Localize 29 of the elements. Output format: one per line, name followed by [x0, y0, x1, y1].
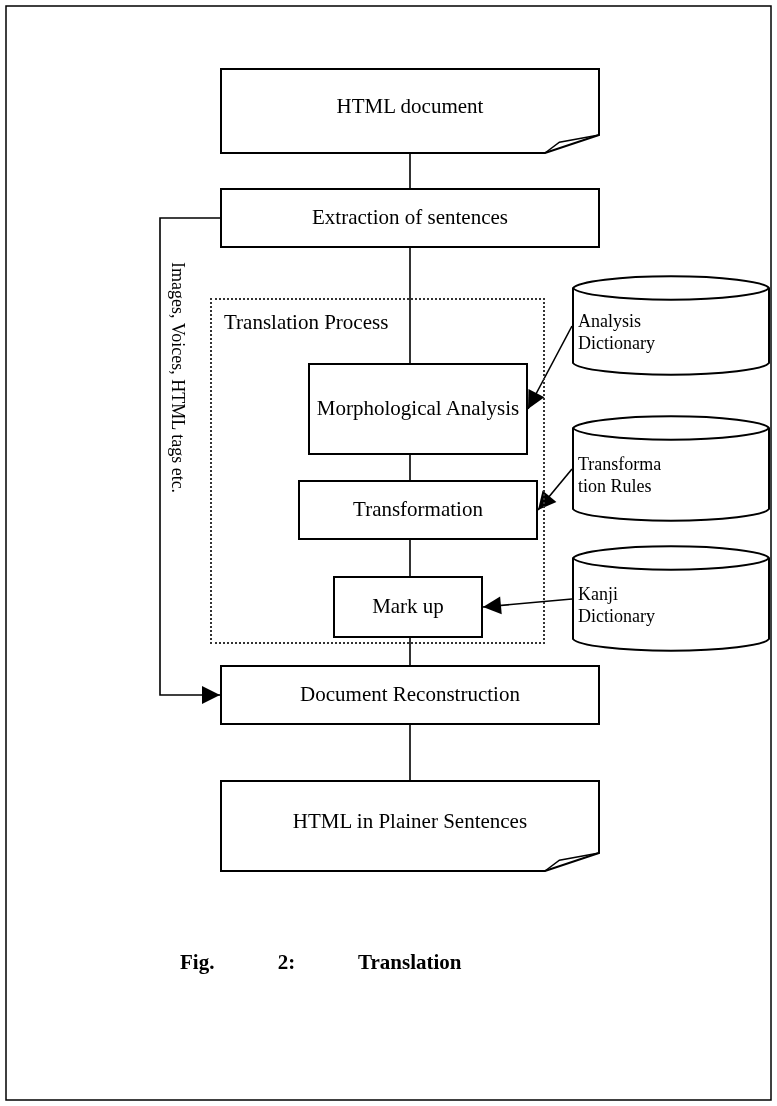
connector-line: [409, 637, 411, 666]
connector-line: [409, 539, 411, 577]
database-label: Analysis Dictionary: [578, 311, 656, 355]
node-label: Mark up: [372, 594, 444, 620]
node-label: Transformation: [353, 497, 483, 523]
process-box: [220, 665, 600, 725]
edge-label: Images, Voices, HTML tags etc.: [167, 262, 188, 494]
node-label: HTML document: [336, 94, 484, 120]
database-label: Transforma tion Rules: [578, 454, 663, 498]
database-label: Kanji Dictionary: [578, 584, 656, 628]
figure-caption: Fig. 2: Translation: [180, 950, 462, 975]
connector-line: [409, 153, 411, 189]
group-title: Translation Process: [224, 310, 389, 336]
connector-line: [409, 724, 411, 781]
node-label: Extraction of sentences: [312, 205, 508, 231]
process-box: [333, 576, 483, 638]
group-frame: [210, 298, 545, 644]
node-label: Document Reconstruction: [300, 682, 520, 708]
process-box: [298, 480, 538, 540]
node-label: HTML in Plainer Sentences: [292, 809, 528, 835]
connector-line: [409, 247, 411, 364]
connector-line: [409, 454, 411, 481]
process-box: [308, 363, 528, 455]
arrow: [537, 468, 573, 511]
arrow: [159, 217, 221, 704]
arrow: [527, 325, 573, 410]
arrow: [482, 596, 573, 615]
process-box: [220, 188, 600, 248]
node-label: Morphological Analysis: [316, 396, 520, 422]
